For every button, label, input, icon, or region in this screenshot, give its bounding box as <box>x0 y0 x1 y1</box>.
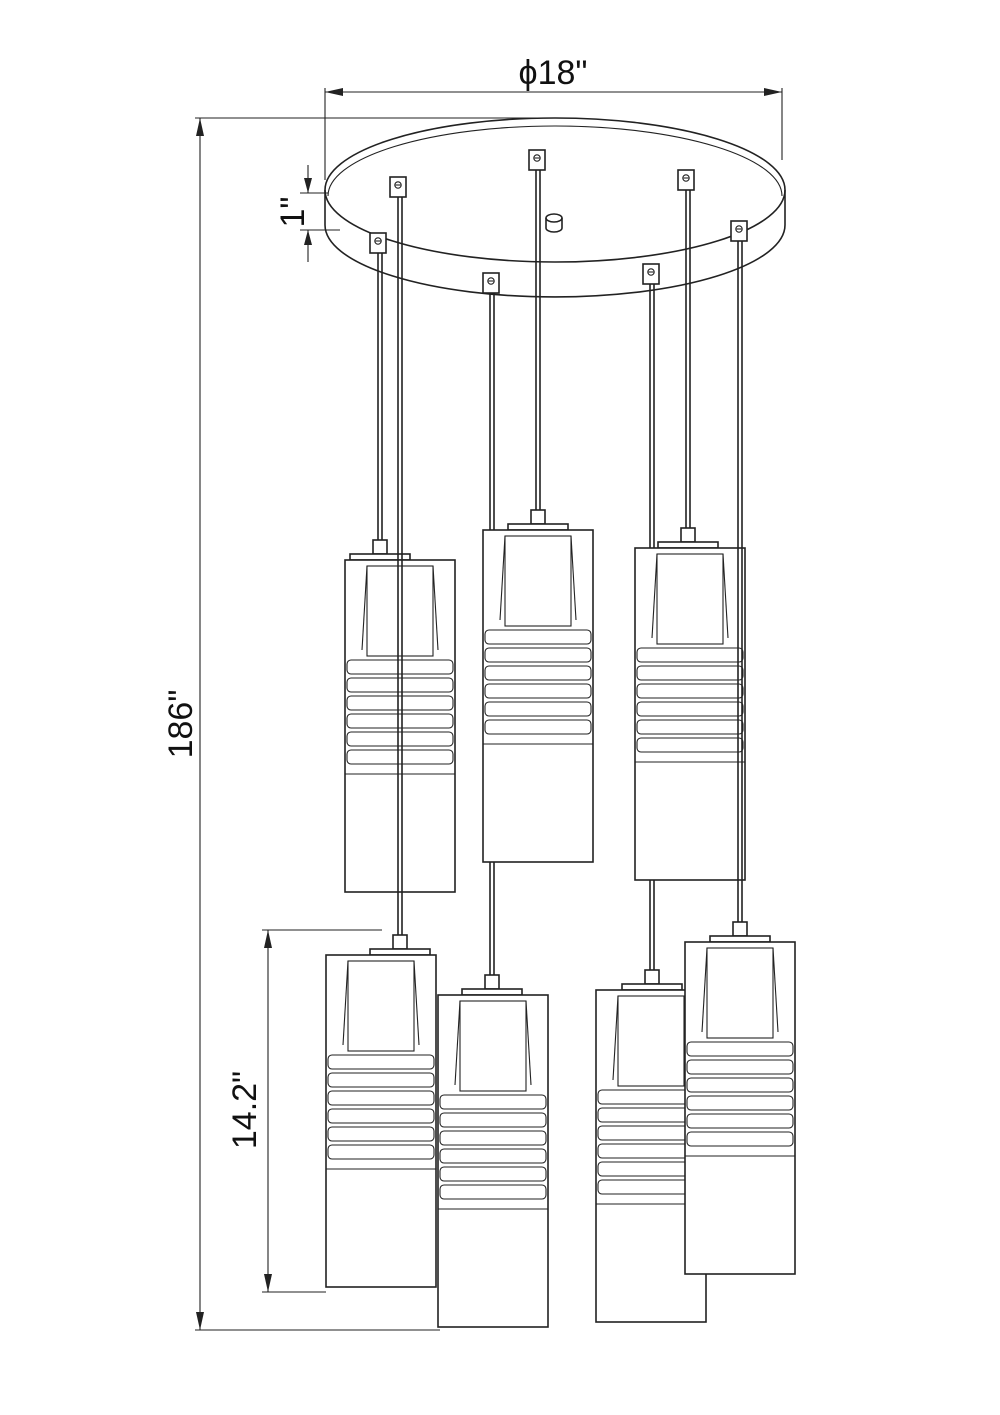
overall-height-label: 186" <box>162 690 200 759</box>
overall-height-dimension: 186" <box>162 117 560 1331</box>
glass-shade <box>325 954 437 1288</box>
pendant-1 <box>344 232 456 893</box>
socket-cap <box>461 974 523 996</box>
cable-anchor <box>677 169 695 191</box>
socket-cap <box>621 969 683 991</box>
pendant-2 <box>325 176 437 1288</box>
canopy <box>324 117 786 298</box>
socket-cap <box>657 527 719 549</box>
glass-shade <box>634 547 746 881</box>
cable-anchor <box>369 232 387 254</box>
socket-cap <box>507 509 569 531</box>
socket-cap <box>349 539 411 561</box>
canopy-height-dimension: 1" <box>274 165 340 262</box>
diameter-label: ϕ18" <box>519 54 588 92</box>
glass-shade <box>684 941 796 1275</box>
pendant-4 <box>482 149 594 863</box>
diameter-dimension: ϕ18" <box>324 54 783 180</box>
pendant-7 <box>684 220 796 1275</box>
cable-anchor <box>482 272 500 294</box>
glass-shade <box>482 529 594 863</box>
pendant-6 <box>634 169 746 881</box>
glass-shade <box>344 559 456 893</box>
shade-height-dimension: 14.2" <box>226 929 382 1293</box>
cable-anchor <box>528 149 546 171</box>
socket-cap <box>709 921 771 943</box>
pendant-group <box>325 149 796 1328</box>
cable-anchor <box>642 263 660 285</box>
socket-cap <box>369 934 431 956</box>
shade-height-label: 14.2" <box>226 1071 264 1149</box>
glass-shade <box>437 994 549 1328</box>
cable-anchor <box>730 220 748 242</box>
canopy-height-label: 1" <box>274 197 312 228</box>
cable-anchor <box>389 176 407 198</box>
